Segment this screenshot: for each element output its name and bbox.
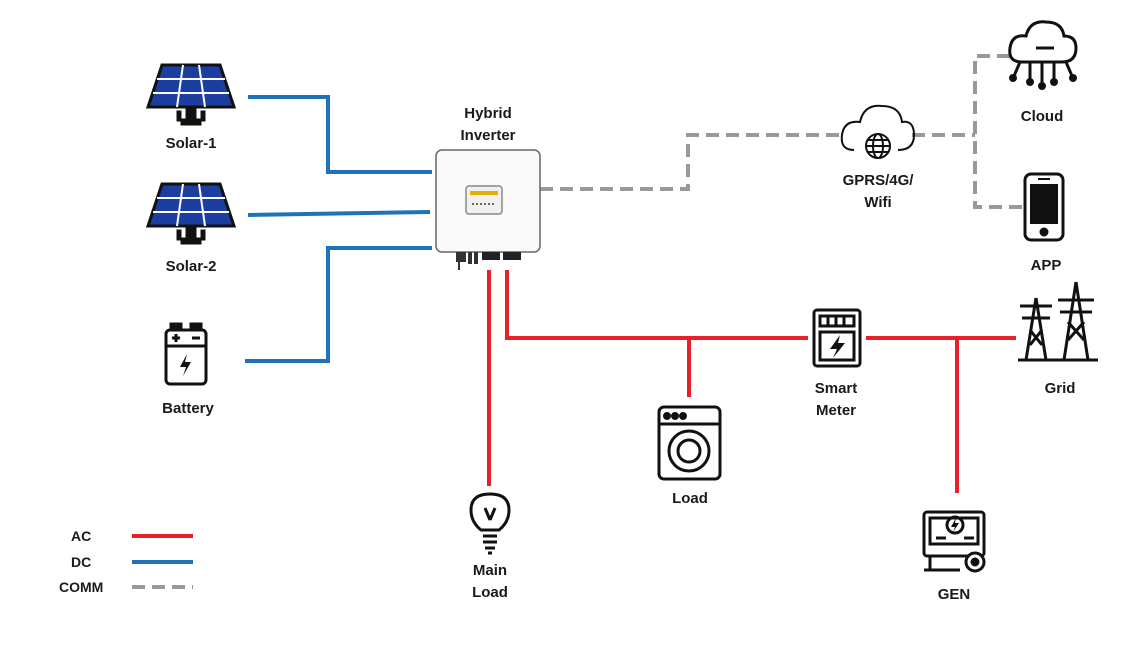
inverter-label-line1: Hybrid	[464, 105, 512, 122]
cloud-network-icon	[1008, 20, 1078, 90]
gprs-label: GPRS/4G/ Wifi	[818, 170, 938, 214]
main-load-label: Main Load	[450, 560, 530, 604]
main-load-label-line1: Main	[472, 562, 508, 579]
cloud-label: Cloud	[1020, 108, 1064, 125]
legend-label-comm: COMM	[59, 579, 104, 595]
light-bulb-icon	[469, 492, 511, 555]
comm-line-inverter-gprs	[540, 133, 842, 191]
legend-label-ac: AC	[71, 528, 92, 544]
smartphone-icon	[1023, 172, 1065, 242]
gprs-label-line1: GPRS/4G/	[842, 172, 914, 189]
load-label: Load	[672, 490, 708, 507]
smart-meter-label: Smart Meter	[796, 378, 876, 422]
app-label: APP	[1030, 257, 1062, 274]
battery-icon	[164, 322, 208, 386]
ac-line-inverter-meter	[505, 270, 808, 340]
cloud-globe-icon	[840, 104, 916, 159]
solar-panel-icon	[145, 63, 237, 126]
gprs-label-line2: Wifi	[864, 194, 892, 211]
solar-panel-icon	[145, 182, 237, 245]
gen-label: GEN	[937, 586, 971, 603]
generator-icon	[922, 510, 986, 573]
inverter-icon	[435, 149, 541, 270]
smart-meter-label-line1: Smart	[814, 380, 858, 397]
inverter-label: Hybrid Inverter	[438, 103, 538, 147]
smart-meter-label-line2: Meter	[815, 402, 856, 419]
solar1-label: Solar-1	[165, 135, 217, 152]
ac-lines	[487, 270, 1016, 493]
legend-lines	[132, 534, 193, 589]
legend-label-dc: DC	[71, 554, 92, 570]
main-load-label-line2: Load	[472, 584, 508, 601]
smart-meter-icon	[812, 308, 862, 368]
comm-line-cloud	[973, 54, 1022, 209]
dc-line-solar2	[247, 210, 431, 217]
dc-line-battery	[245, 246, 432, 363]
battery-label: Battery	[162, 400, 214, 417]
comm-lines	[540, 54, 1022, 209]
washing-machine-icon	[657, 405, 722, 481]
grid-label: Grid	[1044, 380, 1076, 397]
inverter-label-line2: Inverter	[460, 127, 516, 144]
dc-line-solar1	[248, 95, 432, 174]
power-tower-icon	[1018, 281, 1098, 362]
dc-lines	[245, 95, 432, 363]
solar2-label: Solar-2	[165, 258, 217, 275]
